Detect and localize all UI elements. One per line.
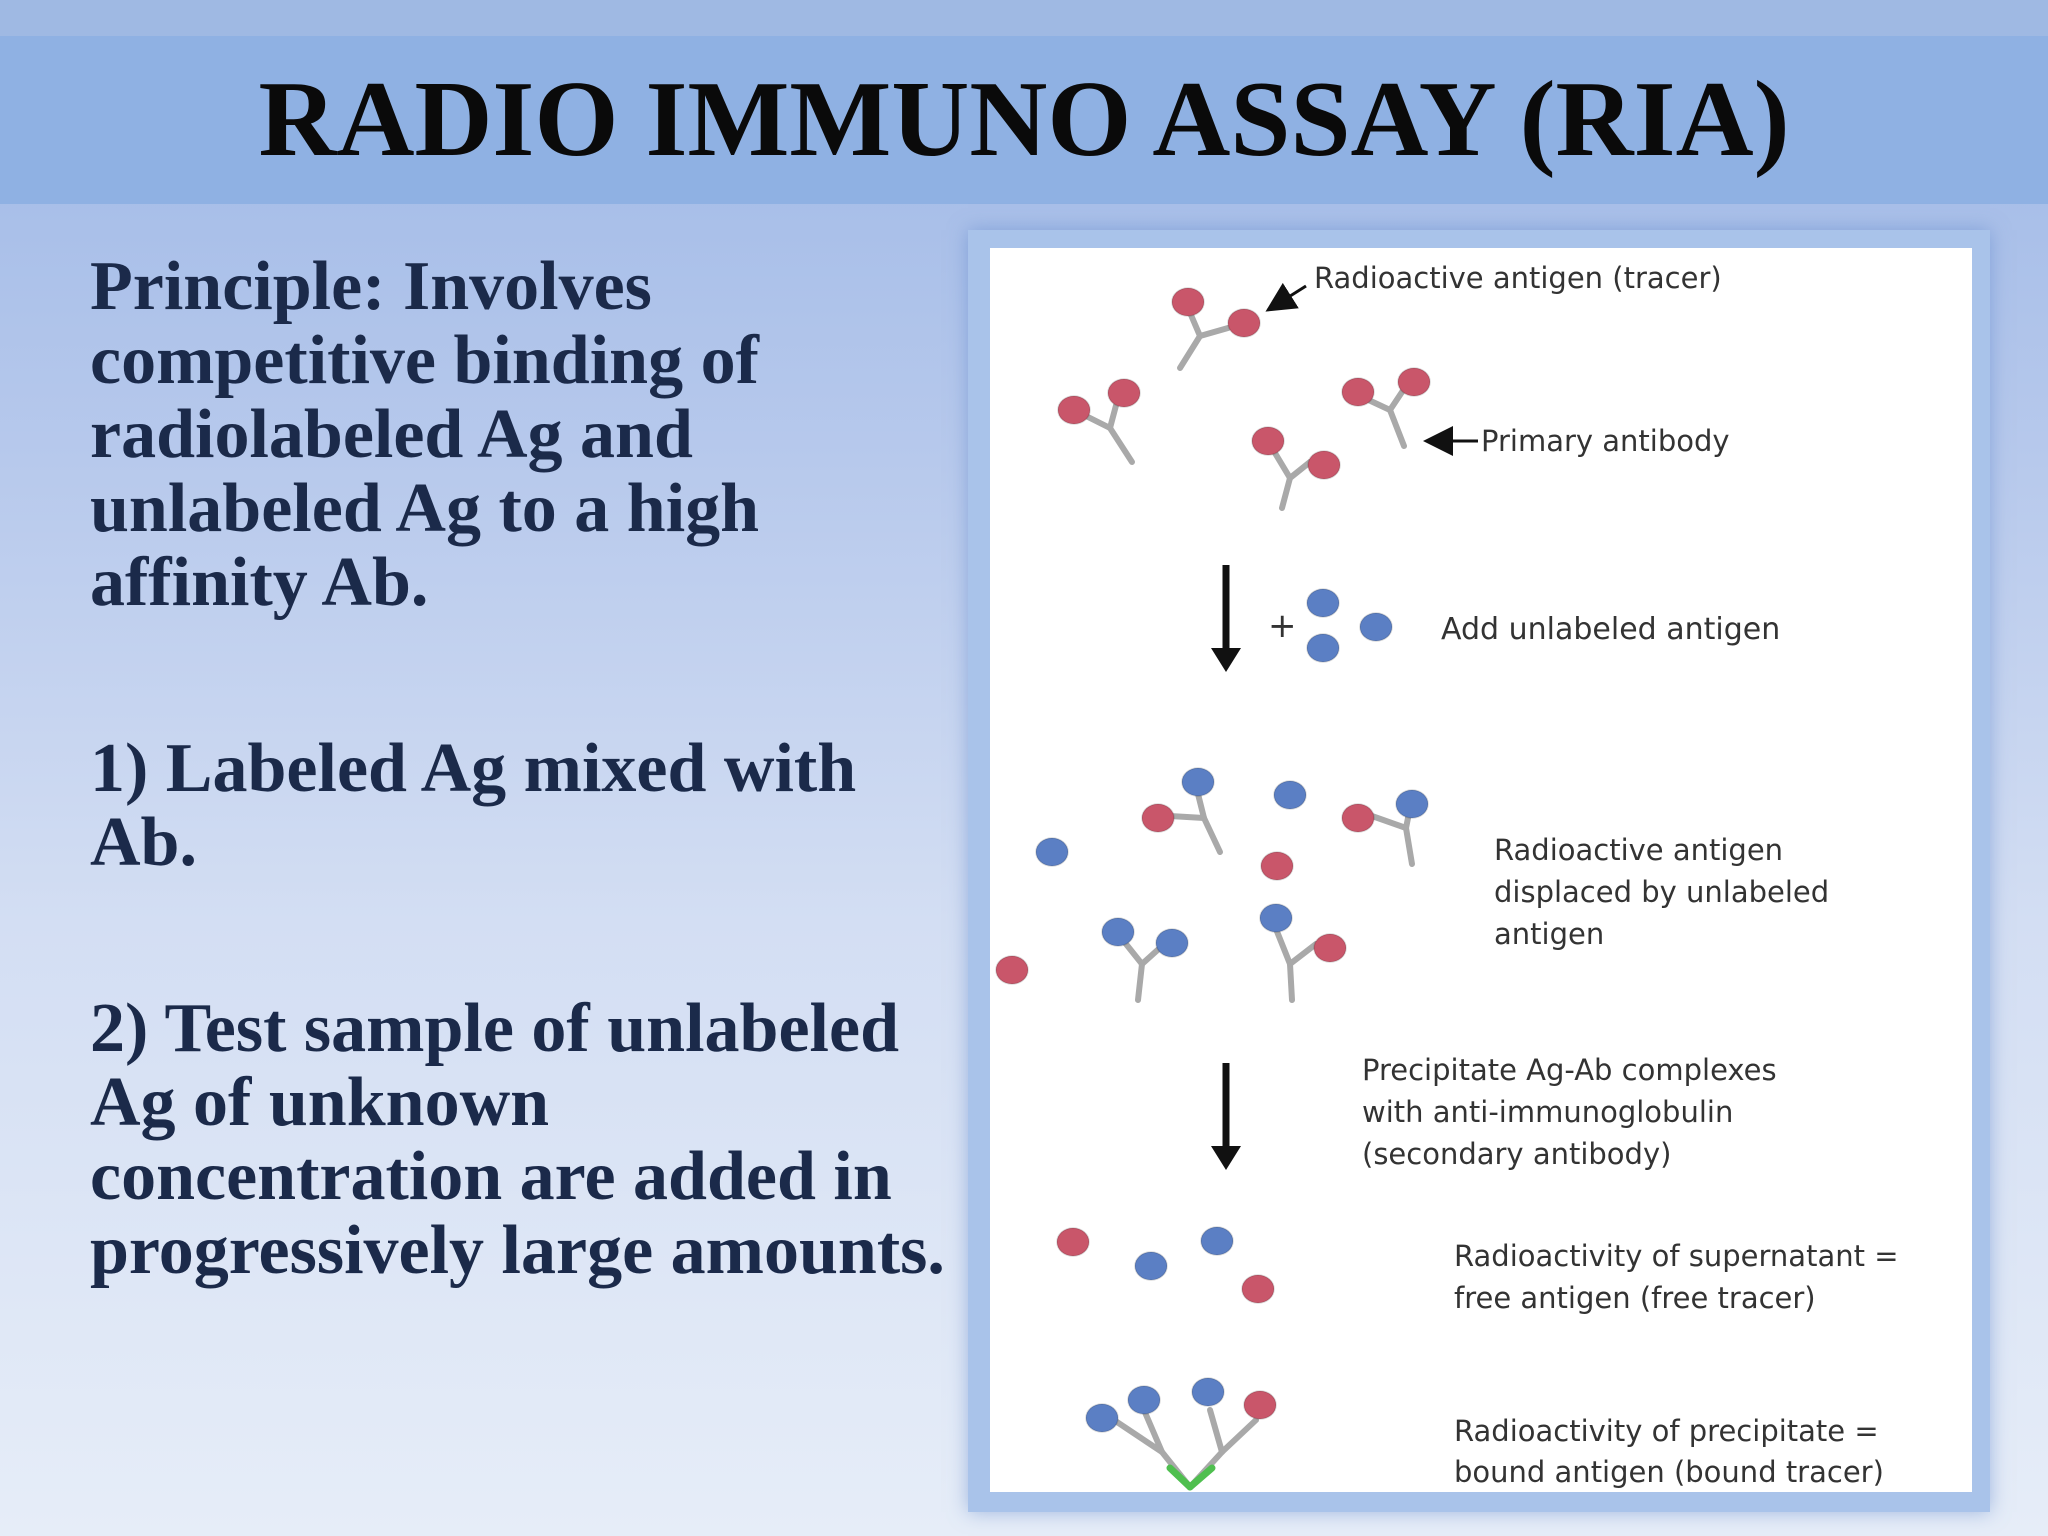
unlabeled-antigen: [1155, 928, 1189, 958]
radioactive-antigen: [1241, 1274, 1275, 1304]
tracer-pointer-icon: [1265, 282, 1307, 312]
radioactive-antigen: [1341, 803, 1375, 833]
unlabeled-antigen: [1359, 612, 1393, 642]
antibody-stem: [1387, 407, 1407, 449]
antibody-arm: [1197, 325, 1231, 339]
arrow-down-2-icon: [1211, 1063, 1241, 1170]
label-precipitate-2: with anti-immunoglobulin: [1362, 1095, 1733, 1129]
antibody-stem: [1177, 333, 1203, 371]
radioactive-antigen: [1141, 803, 1175, 833]
step-1-paragraph: 1) Labeled Ag mixed with Ab.: [90, 730, 857, 881]
antigen-group: [995, 287, 1431, 1433]
radioactive-antigen: [1313, 933, 1347, 963]
label-supernatant-2: free antigen (free tracer): [1454, 1281, 1816, 1315]
unlabeled-antigen: [1035, 837, 1069, 867]
antibody-arm: [1207, 1407, 1225, 1455]
antibody-arm: [1369, 813, 1409, 831]
unlabeled-antigen: [1395, 789, 1429, 819]
antibody-arm: [1141, 1407, 1165, 1455]
radioactive-antigen: [995, 955, 1029, 985]
unlabeled-antigen: [1306, 588, 1340, 618]
label-plus: +: [1268, 606, 1297, 646]
title-bar: [0, 36, 2048, 204]
secondary-antibody: [1166, 1464, 1194, 1491]
antibody-arm: [1219, 1417, 1259, 1455]
unlabeled-antigen: [1306, 633, 1340, 663]
unlabeled-antigen: [1200, 1226, 1234, 1256]
label-tracer: Radioactive antigen (tracer): [1314, 261, 1722, 295]
antibody-stem: [1135, 961, 1145, 1003]
unlabeled-antigen: [1127, 1385, 1161, 1415]
radioactive-antigen: [1397, 367, 1431, 397]
label-precipitate-1: Precipitate Ag-Ab complexes: [1362, 1053, 1777, 1087]
unlabeled-antigen: [1085, 1403, 1119, 1433]
antibody-group: [1075, 305, 1415, 1491]
radioactive-antigen: [1307, 450, 1341, 480]
antibody-stem: [1107, 425, 1135, 465]
antibody-arm: [1287, 459, 1313, 481]
antibody-arm: [1167, 813, 1207, 821]
unlabeled-antigen: [1191, 1377, 1225, 1407]
radioactive-antigen: [1227, 308, 1261, 338]
radioactive-antigen: [1057, 395, 1091, 425]
radioactive-antigen: [1107, 378, 1141, 408]
text-column: Principle: Involves competitive binding …: [90, 250, 950, 1288]
unlabeled-antigen: [1181, 767, 1215, 797]
radioactive-antigen: [1260, 851, 1294, 881]
arrow-group: [1211, 282, 1478, 1170]
radioactive-antigen: [1243, 1390, 1277, 1420]
unlabeled-antigen: [1101, 917, 1135, 947]
unlabeled-antigen: [1134, 1251, 1168, 1281]
arrow-down-1-icon: [1211, 565, 1241, 672]
radioactive-antigen: [1251, 426, 1285, 456]
antibody-stem: [1287, 961, 1295, 1003]
radioactive-antigen: [1171, 287, 1205, 317]
antibody-stem: [1201, 815, 1223, 855]
label-supernatant-1: Radioactivity of supernatant =: [1454, 1239, 1899, 1273]
label-displaced-1: Radioactive antigen: [1494, 833, 1783, 867]
label-bound-1: Radioactivity of precipitate =: [1454, 1414, 1879, 1448]
slide-title: RADIO IMMUNO ASSAY (RIA): [258, 60, 1790, 179]
label-primary-antibody: Primary antibody: [1481, 424, 1730, 458]
antibody-arm: [1287, 941, 1319, 967]
label-bound-2: bound antigen (bound tracer): [1454, 1455, 1884, 1489]
secondary-antibody: [1186, 1464, 1216, 1491]
unlabeled-antigen: [1259, 903, 1293, 933]
label-precipitate-3: (secondary antibody): [1362, 1137, 1671, 1171]
top-band: [0, 0, 2048, 36]
antibody-stem: [1403, 825, 1415, 867]
antibody-stem: [1279, 475, 1293, 511]
label-add-unlabeled: Add unlabeled antigen: [1441, 612, 1780, 647]
step-2-paragraph: 2) Test sample of unlabeled Ag of unknow…: [90, 990, 945, 1289]
principle-paragraph: Principle: Involves competitive binding …: [90, 248, 760, 621]
label-displaced-3: antigen: [1494, 917, 1604, 951]
figure-panel: [990, 248, 1972, 1492]
antibody-arm: [1111, 1417, 1165, 1455]
radioactive-antigen: [1056, 1227, 1090, 1257]
unlabeled-antigen: [1273, 780, 1307, 810]
radioactive-antigen: [1341, 377, 1375, 407]
label-displaced-2: displaced by unlabeled: [1494, 875, 1829, 909]
